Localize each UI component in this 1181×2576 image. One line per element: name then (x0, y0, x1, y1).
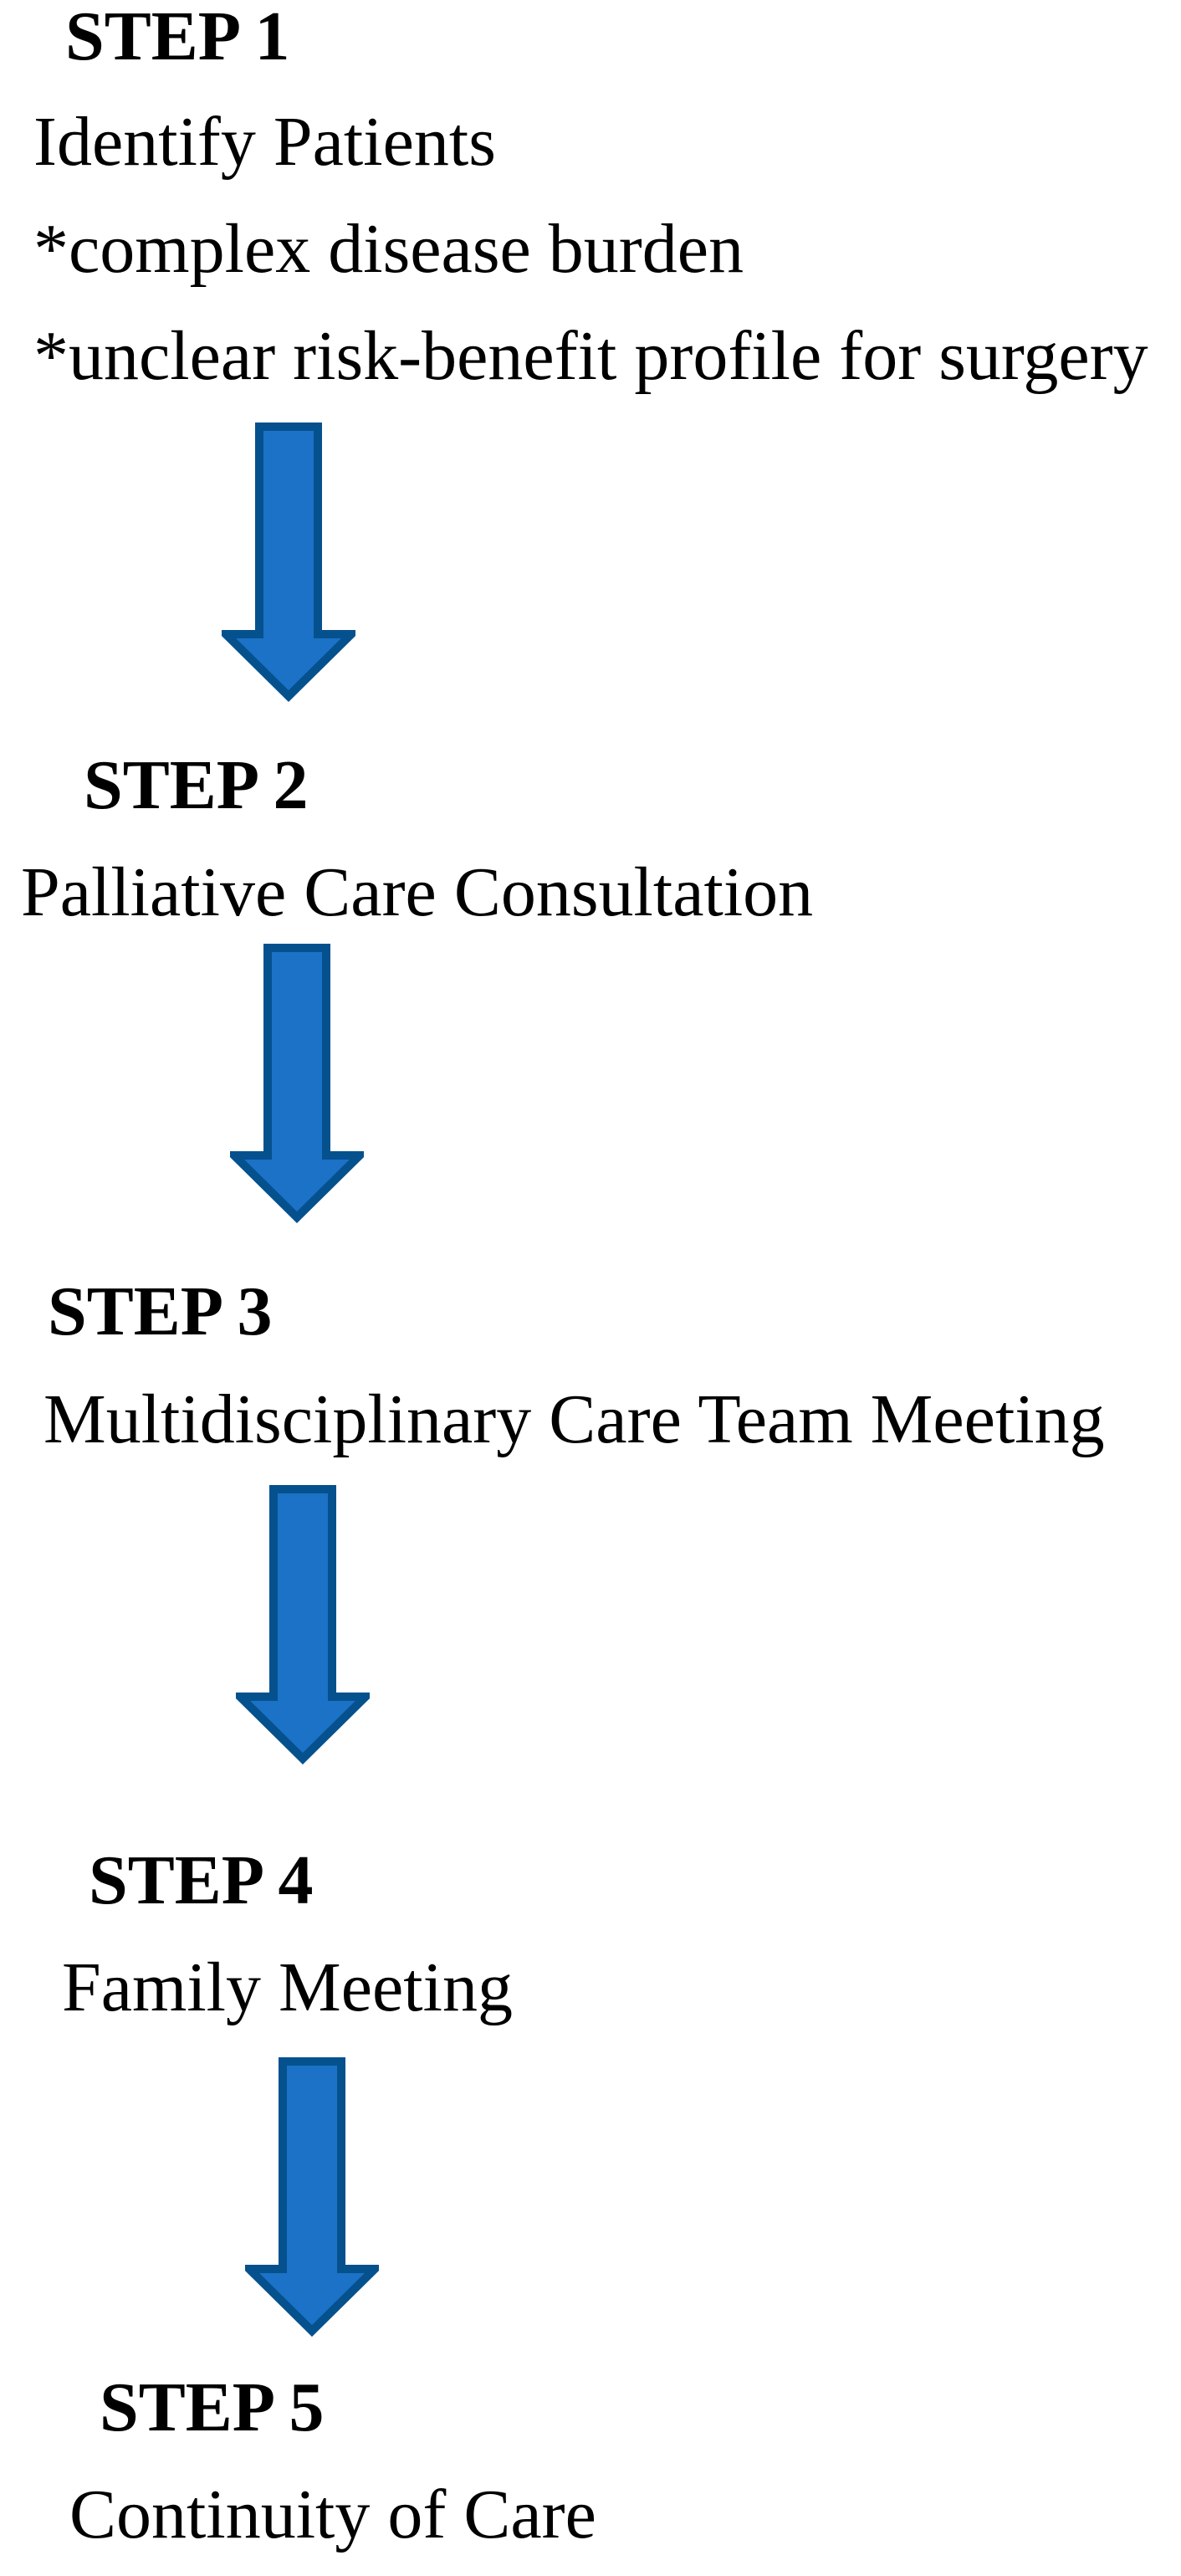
step-5-line: Continuity of Care (69, 2476, 596, 2553)
step-1-line: *complex disease burden (33, 210, 744, 288)
down-arrow-shape (245, 2057, 379, 2337)
step-2-line: Palliative Care Consultation (21, 853, 814, 931)
step-4-title: STEP 4 (89, 1841, 314, 1919)
step-4-line: Family Meeting (62, 1949, 513, 2026)
down-arrow-icon (236, 1485, 370, 1764)
step-1-line: *unclear risk-benefit profile for surger… (33, 317, 1148, 395)
step-2-title: STEP 2 (84, 746, 309, 824)
down-arrow-shape (236, 1485, 370, 1764)
step-1-line: Identify Patients (33, 103, 496, 181)
step-3-title: STEP 3 (48, 1273, 273, 1350)
down-arrow-icon (245, 2057, 379, 2337)
down-arrow-shape (230, 944, 364, 1223)
down-arrow-icon (222, 423, 355, 702)
down-arrow-shape (222, 423, 355, 702)
step-3-line: Multidisciplinary Care Team Meeting (43, 1380, 1105, 1458)
down-arrow-icon (230, 944, 364, 1223)
step-5-title: STEP 5 (100, 2369, 325, 2446)
step-1-title: STEP 1 (65, 0, 290, 75)
